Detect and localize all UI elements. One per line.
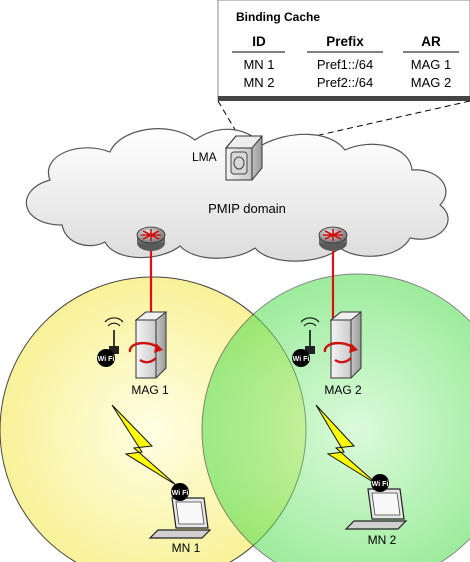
wifi-badge-text: Wi Fi <box>98 356 115 363</box>
table-cell: MAG 2 <box>411 75 451 90</box>
table-cell: MAG 1 <box>411 57 451 72</box>
router-icon <box>136 226 166 251</box>
mag1-label: MAG 1 <box>131 383 169 397</box>
mag2-server-icon <box>323 311 363 379</box>
column-header-ar: AR <box>421 34 441 49</box>
mn1-laptop-icon <box>148 497 212 539</box>
pmip-domain-label: PMIP domain <box>208 201 286 216</box>
wifi-badge-text: Wi Fi <box>372 481 389 488</box>
pmip-domain-cloud <box>25 128 449 262</box>
wifi-badge-text: Wi Fi <box>293 356 310 363</box>
mag1-server-icon <box>128 311 168 379</box>
lma-server-icon <box>224 135 264 181</box>
table-cell: Pref2::/64 <box>317 75 373 90</box>
mag2-wifi-badge-icon: Wi Fi <box>292 349 310 367</box>
column-header-id: ID <box>252 34 266 49</box>
mn2-wifi-badge-icon: Wi Fi <box>371 474 389 492</box>
lma-label: LMA <box>192 150 217 164</box>
mn1-wifi-badge-icon: Wi Fi <box>171 483 189 501</box>
table-cell: Pref1::/64 <box>317 57 373 72</box>
mag2-wifi-antenna-icon <box>300 317 320 354</box>
mag1-wifi-antenna-icon <box>104 317 124 354</box>
table-base-bar <box>218 96 470 101</box>
mag2-label: MAG 2 <box>324 383 362 397</box>
router-icon <box>318 226 348 251</box>
mn1-label: MN 1 <box>172 541 201 555</box>
column-header-prefix: Prefix <box>326 34 364 49</box>
callout-line <box>261 100 470 149</box>
mag1-wifi-badge-icon: Wi Fi <box>97 349 115 367</box>
table-cell: MN 2 <box>243 75 274 90</box>
access-cell-mag2 <box>201 273 470 562</box>
binding-cache-title: Binding Cache <box>236 10 320 24</box>
table-cell: MN 1 <box>243 57 274 72</box>
mn2-label: MN 2 <box>368 533 397 547</box>
mn2-laptop-icon <box>344 488 408 530</box>
binding-cache-table: Binding Cache ID Prefix AR MN 1 Pref1::/… <box>217 0 470 101</box>
wifi-badge-text: Wi Fi <box>172 490 189 497</box>
